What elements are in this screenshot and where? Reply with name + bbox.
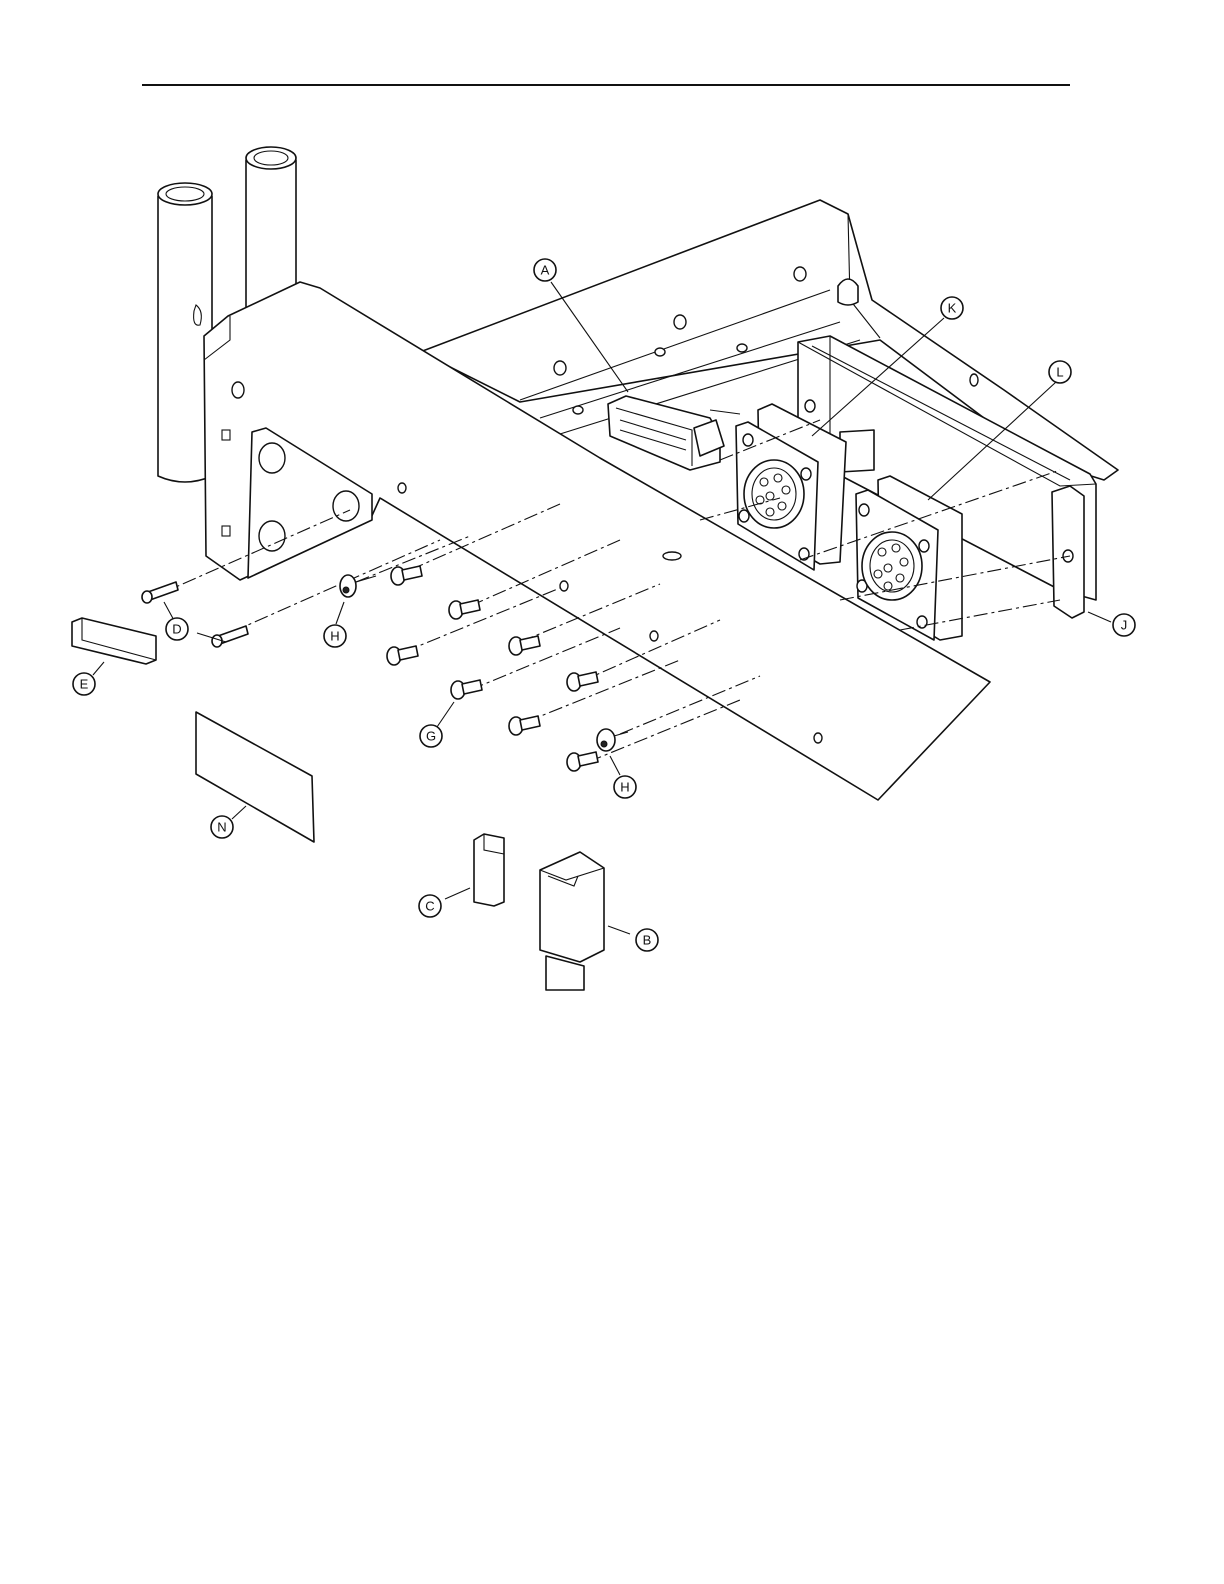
svg-text:H: H [620,780,629,795]
svg-text:L: L [1056,365,1063,380]
callout-l: L [1049,361,1071,383]
callout-h-lower: H [614,776,636,798]
svg-text:A: A [541,263,550,278]
connector-a [608,396,740,470]
svg-text:N: N [217,820,226,835]
callout-e: E [73,673,95,695]
screws-d [142,582,248,647]
svg-text:G: G [426,729,436,744]
bracket-j [1052,486,1084,618]
callout-k: K [941,297,963,319]
callout-n: N [211,816,233,838]
svg-text:J: J [1121,618,1128,633]
svg-text:D: D [172,622,181,637]
upright-tube-left [158,183,212,482]
callout-a: A [534,259,556,281]
block-c [474,834,504,906]
callout-b: B [636,929,658,951]
svg-text:K: K [948,301,957,316]
end-cap-e [72,618,156,664]
svg-text:B: B [643,933,652,948]
svg-text:C: C [425,899,434,914]
callout-c: C [419,895,441,917]
callout-g: G [420,725,442,747]
cover-b [540,852,604,990]
svg-text:H: H [330,629,339,644]
callout-h-upper: H [324,625,346,647]
svg-text:E: E [80,677,89,692]
callout-d: D [166,618,188,640]
callout-j: J [1113,614,1135,636]
